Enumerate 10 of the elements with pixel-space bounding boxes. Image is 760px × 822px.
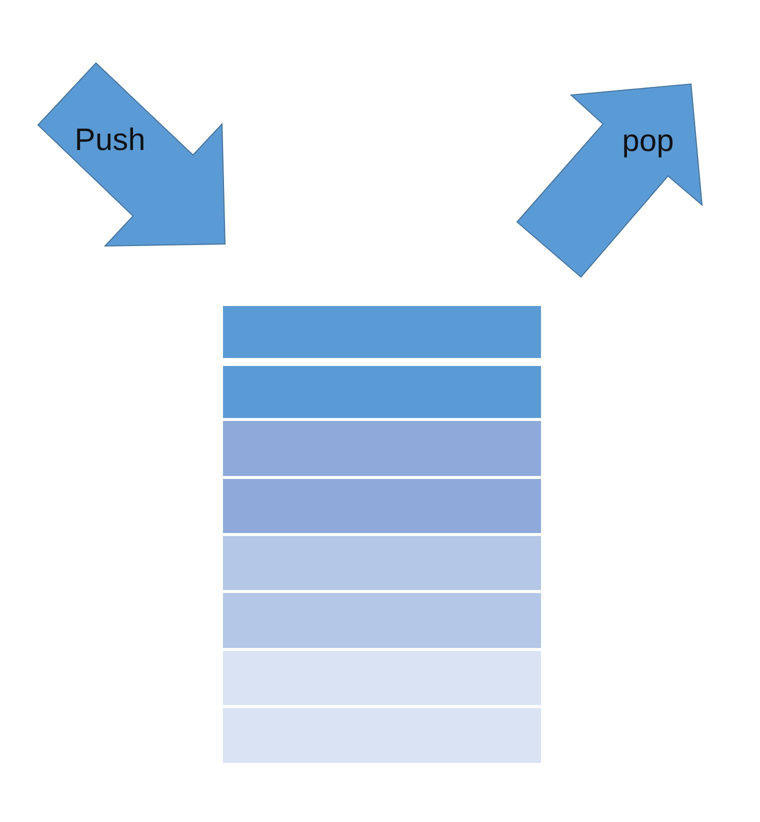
stack-slot <box>223 536 541 590</box>
stack-slot <box>223 306 541 358</box>
arrow-label: pop <box>622 123 674 159</box>
stack-slot <box>223 421 541 476</box>
stack-slot <box>223 593 541 648</box>
stack-slot <box>223 651 541 705</box>
stack-slot <box>223 366 541 418</box>
stack-slot <box>223 708 541 763</box>
stack-slot <box>223 479 541 533</box>
arrow-label: Push <box>74 122 146 158</box>
